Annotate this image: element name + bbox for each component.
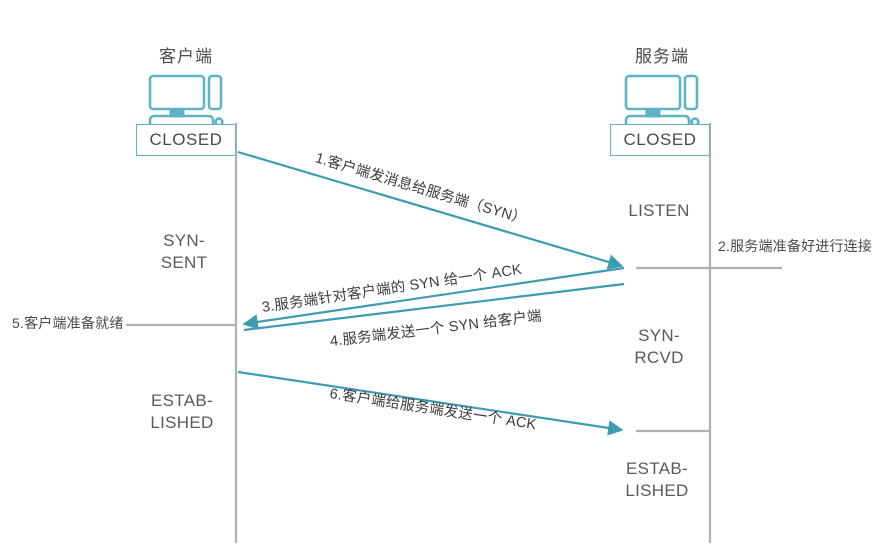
message-arrow-3	[242, 266, 625, 330]
server-title: 服务端	[635, 47, 689, 66]
server-computer-icon	[624, 74, 700, 129]
client-state-established: ESTAB- LISHED	[150, 391, 214, 432]
server-state-syn-rcvd: SYN- RCVD	[634, 326, 684, 367]
message-arrow-4	[243, 282, 625, 332]
server-state-closed: CLOSED	[610, 124, 710, 156]
message-arrow-6	[237, 370, 624, 436]
message-arrow-1	[237, 150, 624, 270]
server-state-established: ESTAB- LISHED	[625, 459, 689, 500]
client-state-syn-sent: SYN- SENT	[160, 231, 208, 272]
annotation-5-client-ready: 5.客户端准备就绪	[12, 315, 124, 331]
annotation-2-server-ready: 2.服务端准备好进行连接	[718, 238, 873, 254]
client-state-closed: CLOSED	[136, 124, 236, 156]
server-state-listen: LISTEN	[628, 201, 690, 220]
client-title: 客户端	[159, 47, 213, 66]
client-computer-icon	[148, 74, 224, 129]
